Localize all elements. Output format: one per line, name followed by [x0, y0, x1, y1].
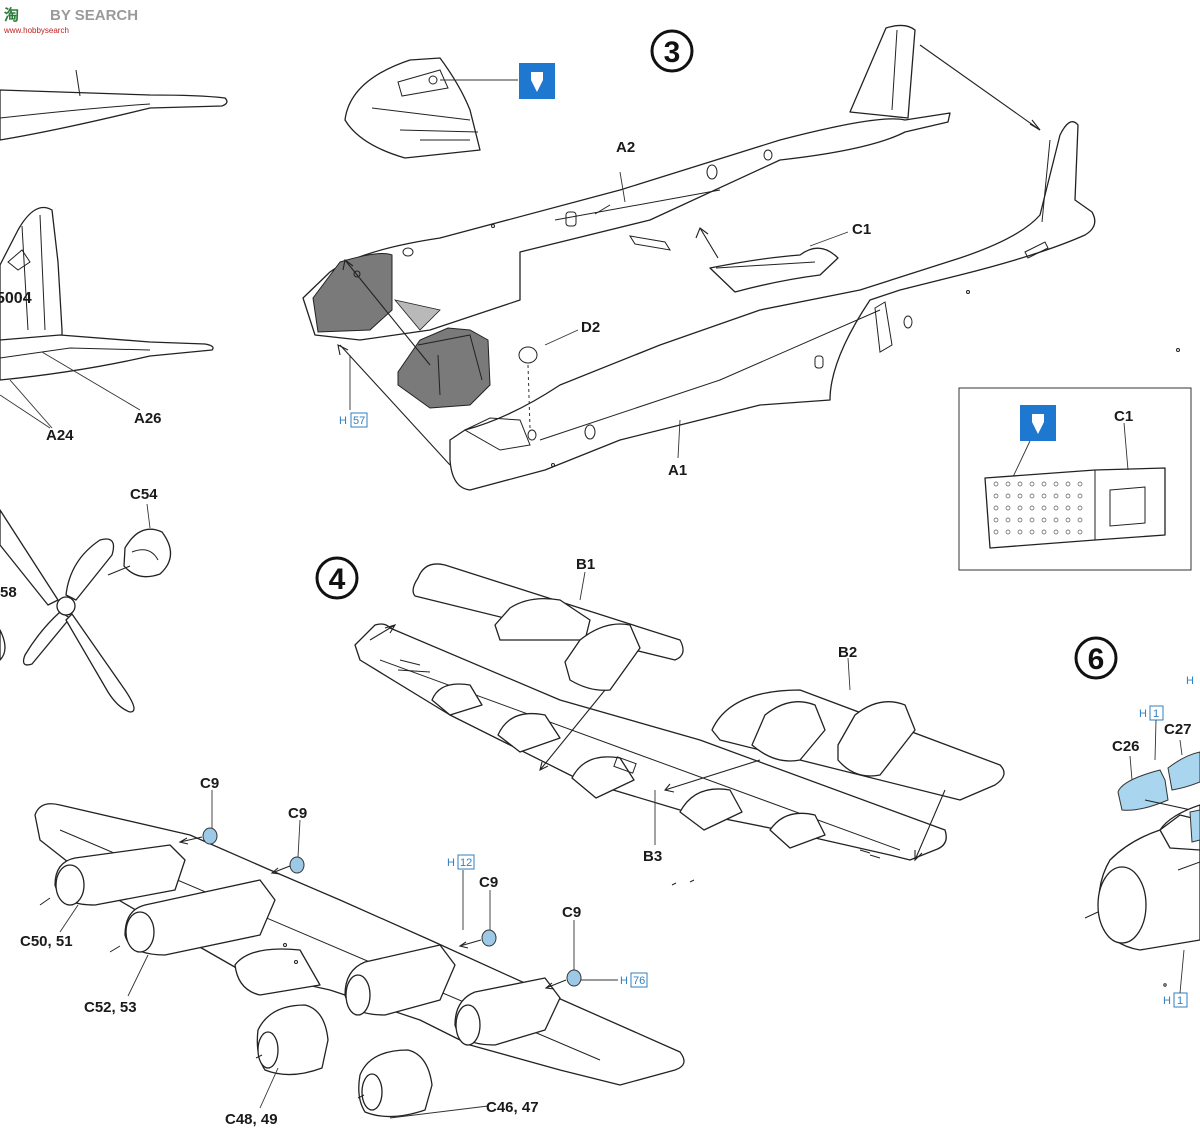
part-c9-1 — [202, 827, 218, 845]
watermark-brand: 淘 — [3, 6, 19, 24]
ref-h1-bottom-prefix: H — [1163, 995, 1171, 1007]
step-3-number: 3 — [664, 36, 681, 69]
propeller-assembly: 58 C54 — [0, 486, 172, 713]
ref-h12-box — [457, 854, 475, 870]
watermark-site: www.hobbysearch — [3, 26, 69, 35]
part-c1-canopy — [709, 247, 839, 293]
ref-h1-top-number: 1 — [1153, 708, 1159, 720]
inset-c1-detail: C1 — [958, 387, 1192, 571]
ref-h76-number: 76 — [633, 975, 645, 987]
part-label-c52-53: C52, 53 — [84, 999, 137, 1016]
part-label-b2: B2 — [838, 644, 857, 661]
fuselage-half-a1 — [449, 121, 1096, 491]
ref-h1-top-box — [1149, 705, 1164, 721]
step-4-circle — [315, 556, 359, 600]
part-label-b3: B3 — [643, 848, 662, 865]
part-label-c1: C1 — [852, 221, 871, 238]
part-label-c50-51: C50, 51 — [20, 933, 73, 950]
part-label-a26: A26 — [134, 410, 162, 427]
part-c26-glass — [1117, 769, 1169, 811]
part-c9-3 — [481, 929, 497, 947]
step-4: 4 B1 B2 B3 — [315, 556, 1005, 865]
part-label-c9-3: C9 — [479, 874, 498, 891]
ref-h-edge: H — [1186, 675, 1194, 687]
part-c9-2 — [289, 856, 305, 874]
ref-h1-bottom-box — [1173, 992, 1188, 1008]
part-label-b1: B1 — [576, 556, 595, 573]
step-6-number: 6 — [1088, 643, 1105, 676]
part-label-c26: C26 — [1112, 738, 1140, 755]
ref-h1-bottom-number: 1 — [1177, 995, 1183, 1007]
step-3-circle — [650, 29, 694, 73]
inset-hole-pattern — [993, 481, 1083, 535]
part-label-c9-2: C9 — [288, 805, 307, 822]
ref-h57-prefix: H — [339, 415, 347, 427]
cockpit-seat — [397, 327, 491, 409]
step-4-number: 4 — [329, 563, 346, 596]
fuselage-half-a2 — [302, 112, 951, 341]
ref-h1-top-prefix: H — [1139, 708, 1147, 720]
step-3: 3 — [302, 24, 1192, 571]
ref-h12-prefix: H — [447, 857, 455, 869]
part-label-c9-4: C9 — [562, 904, 581, 921]
step-6-circle — [1074, 636, 1118, 680]
ref-h76-box — [630, 972, 648, 988]
part-c9-4 — [566, 969, 582, 987]
inset-label-c1: C1 — [1114, 408, 1133, 425]
part-label-c58-partial: 58 — [0, 584, 17, 601]
tail-code-label: 5004 — [0, 290, 32, 307]
part-label-c46-47: C46, 47 — [486, 1099, 539, 1116]
part-label-c48-49: C48, 49 — [225, 1111, 278, 1128]
tail-assembly: 5004 A26 A24 — [0, 206, 214, 444]
part-label-c27: C27 — [1164, 721, 1192, 738]
part-label-c54: C54 — [130, 486, 158, 503]
cockpit-detail — [344, 57, 518, 159]
ref-h57-number: 57 — [353, 415, 365, 427]
part-c27-glass — [1167, 751, 1200, 791]
ref-h57-box — [350, 412, 368, 428]
antenna-part — [0, 69, 228, 141]
step-6: 6 H H 1 C26 C27 H 1 — [1074, 636, 1200, 1008]
part-label-a2: A2 — [616, 139, 635, 156]
part-label-a24: A24 — [46, 427, 74, 444]
part-label-c9-1: C9 — [200, 775, 219, 792]
a2-vertical-fin — [849, 24, 916, 119]
wing-nacelle-assembly: C9 C9 C9 C9 H 12 H 76 C50, 51 C52, 53 C4… — [20, 775, 685, 1128]
propeller-hub — [56, 596, 76, 616]
watermark-brand-text: BY SEARCH — [50, 7, 138, 24]
paint-marker-top — [519, 63, 555, 99]
ref-h76-prefix: H — [620, 975, 628, 987]
watermark: 淘 BY SEARCH www.hobbysearch — [3, 6, 138, 35]
part-label-a1: A1 — [668, 462, 687, 479]
part-d2 — [518, 346, 538, 364]
part-label-d2: D2 — [581, 319, 600, 336]
ref-h12-number: 12 — [460, 857, 472, 869]
